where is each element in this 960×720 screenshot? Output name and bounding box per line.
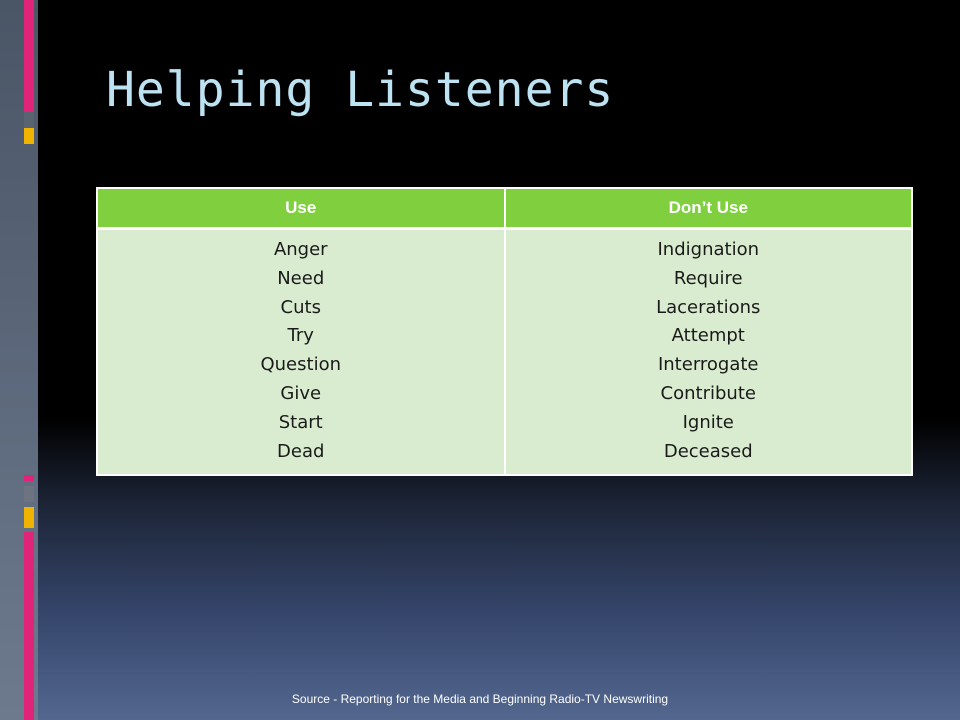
use-word: Cuts [280, 296, 321, 318]
header-dont-use: Don’t Use [503, 187, 913, 230]
use-word: Dead [277, 440, 325, 462]
dont-use-word: Indignation [657, 239, 760, 260]
dont-use-word: Lacerations [656, 296, 761, 318]
deco-bar-top-gold [24, 128, 34, 144]
deco-bar-gray [24, 486, 34, 502]
dont-use-word: Interrogate [657, 354, 759, 376]
use-word: Question [260, 354, 341, 376]
table-row: Anger Need Cuts Try Question Give Start … [96, 227, 913, 477]
use-word: Try [287, 325, 314, 347]
deco-bar-pink-small [24, 475, 34, 481]
use-word: Start [278, 411, 323, 433]
dont-use-word: Require [673, 267, 743, 289]
dont-use-word: Contribute [660, 382, 756, 404]
deco-bar-top-gray [24, 112, 34, 128]
header-use: Use [96, 187, 506, 230]
dont-use-word: Attempt [671, 325, 745, 347]
deco-bar-pink-long [24, 532, 34, 720]
source-footer: Source - Reporting for the Media and Beg… [291, 692, 669, 706]
slide-title: Helping Listeners [106, 62, 615, 118]
deco-bar-top-pink [24, 0, 34, 112]
use-word: Need [277, 267, 325, 289]
use-column-cell: Anger Need Cuts Try Question Give Start … [96, 227, 506, 477]
word-table: Use Don’t Use Anger Need Cuts Try Questi… [96, 187, 913, 477]
dont-use-word: Ignite [682, 411, 734, 433]
deco-bar-gold [24, 507, 34, 528]
use-word: Give [280, 382, 322, 404]
dont-use-column-cell: Indignation Require Lacerations Attempt … [503, 227, 913, 477]
use-word: Anger [273, 239, 328, 260]
dont-use-word: Deceased [663, 440, 753, 462]
table-header-row: Use Don’t Use [96, 187, 913, 230]
